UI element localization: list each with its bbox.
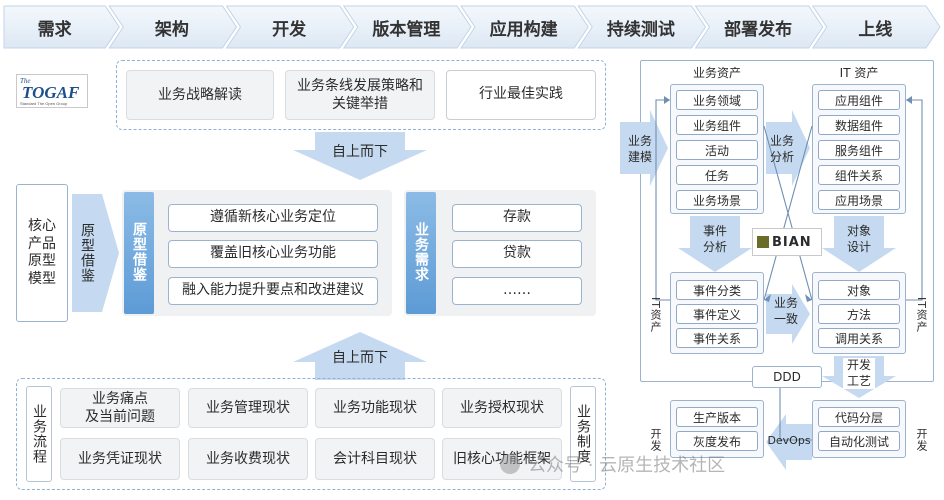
ddd-label: DDD xyxy=(773,370,801,384)
prototype-strip xyxy=(124,192,154,314)
release-gray: 灰度发布 xyxy=(676,431,758,451)
needs-strip xyxy=(406,192,436,314)
core-model-label: 核心 产品 原型 模型 xyxy=(28,218,56,287)
togaf-tagline: Standard The Open Group xyxy=(20,101,68,106)
prototype-strip-label: 原型借鉴 xyxy=(131,222,147,282)
prototype-item-2: 覆盖旧核心业务功能 xyxy=(168,240,378,268)
phase-label-5: 应用构建 xyxy=(489,19,558,40)
needs-strip-label: 业务需求 xyxy=(413,222,429,282)
system-label: 业务制度 xyxy=(575,404,591,464)
prototype-item-1: 遵循新核心业务定位 xyxy=(168,204,378,232)
phase-chevron-7 xyxy=(694,5,824,49)
togaf-prefix: The xyxy=(20,77,31,85)
biz-analysis-label: 业务 分析 xyxy=(769,134,794,164)
phase-chevron-3 xyxy=(225,5,355,49)
object-call-relation: 调用关系 xyxy=(818,328,900,348)
auto-testing: 自动化测试 xyxy=(818,431,900,451)
it-asset-service: 服务组件 xyxy=(818,140,900,160)
phase-chevron-2 xyxy=(108,5,238,49)
status-voucher: 业务凭证现状 xyxy=(60,438,180,480)
needs-item-more: …… xyxy=(452,277,582,305)
event-definition: 事件定义 xyxy=(676,304,758,324)
status-management: 业务管理现状 xyxy=(188,388,308,428)
phase-label-6: 持续测试 xyxy=(606,19,675,40)
biz-asset-activity: 活动 xyxy=(676,140,758,160)
process-box xyxy=(26,386,52,482)
prototype-item-3: 融入能力提升要点和改进建议 xyxy=(168,277,378,305)
phase-chevron-8 xyxy=(811,5,941,49)
phase-chevron-5 xyxy=(460,5,589,49)
industry-best-practice: 行业最佳实践 xyxy=(446,70,596,120)
it-asset-data: 数据组件 xyxy=(818,115,900,135)
togaf-inputs-panel xyxy=(116,60,606,130)
object-design-label: 对象 设计 xyxy=(846,224,871,254)
system-box xyxy=(570,386,596,482)
devops-label: DevOps xyxy=(767,434,811,447)
watermark: 公众号 · 云原生技术社区 xyxy=(500,452,920,476)
phase-label-8: 上线 xyxy=(858,19,893,40)
biz-asset-scenario: 业务场景 xyxy=(676,190,758,210)
biz-asset-domain: 业务领域 xyxy=(676,90,758,110)
dev-left-label: 开发 xyxy=(649,428,662,452)
event-relation: 事件关系 xyxy=(676,328,758,348)
top-down-arrow-2 xyxy=(293,332,427,380)
phase-chevrons xyxy=(3,5,941,49)
dev-right-label: 开发 xyxy=(915,428,928,452)
status-pain-points: 业务痛点 及当前问题 xyxy=(60,388,180,428)
top-down-label-2: 自上而下 xyxy=(332,350,388,366)
top-down-label-1: 自上而下 xyxy=(332,144,388,160)
dev-process-label: 开发 工艺 xyxy=(843,358,875,390)
wechat-icon xyxy=(500,454,520,474)
phase-label-3: 开发 xyxy=(272,19,307,40)
it-asset-app: 应用组件 xyxy=(818,90,900,110)
it-assets-side-left: IT资产 xyxy=(649,297,662,333)
prototype-ref-arrow xyxy=(72,194,119,312)
strategy-interpretation: 业务战略解读 xyxy=(126,70,274,120)
top-down-arrow-1 xyxy=(293,132,427,180)
phase-label-2: 架构 xyxy=(154,19,189,40)
prototype-ref-label: 原型借鉴 xyxy=(79,223,95,283)
bian-logo: BIAN xyxy=(752,228,822,256)
process-label: 业务流程 xyxy=(31,404,47,464)
phase-chevron-1 xyxy=(3,5,120,49)
status-panel xyxy=(16,378,606,490)
biz-modeling-label: 业务 建模 xyxy=(627,134,652,164)
phase-label-1: 需求 xyxy=(37,19,72,40)
phase-chevron-4 xyxy=(342,5,472,49)
togaf-logo-graphic: The TOGAF Standard The Open Group xyxy=(16,74,88,108)
code-layering: 代码分层 xyxy=(818,407,900,427)
it-assets-title: IT 资产 xyxy=(839,66,879,80)
core-model-box: 核心 产品 原型 模型 xyxy=(16,184,68,322)
bian-mark xyxy=(757,236,769,248)
biz-asset-component: 业务组件 xyxy=(676,115,758,135)
biz-consistent-label: 业务 一致 xyxy=(773,296,798,326)
bian-text: BIAN xyxy=(772,234,812,250)
event-analysis-label: 事件 分析 xyxy=(702,224,727,254)
needs-item-loan: 贷款 xyxy=(452,240,582,268)
togaf-wordmark: TOGAF xyxy=(22,83,80,102)
phase-label-7: 部署发布 xyxy=(724,19,793,40)
it-asset-scenario: 应用场景 xyxy=(818,190,900,210)
togaf-logo: The TOGAF Standard The Open Group xyxy=(16,74,88,108)
business-line-strategy: 业务条线发展策略和 关键举措 xyxy=(285,70,435,120)
biz-asset-task: 任务 xyxy=(676,165,758,185)
phase-label-4: 版本管理 xyxy=(372,19,441,40)
status-function: 业务功能现状 xyxy=(315,388,435,428)
status-accounting: 会计科目现状 xyxy=(315,438,435,480)
status-authorization: 业务授权现状 xyxy=(442,388,562,428)
ddd-box: DDD xyxy=(752,366,822,388)
release-production: 生产版本 xyxy=(676,407,758,427)
it-asset-relation: 组件关系 xyxy=(818,165,900,185)
object-method: 方法 xyxy=(818,304,900,324)
watermark-text: 公众号 · 云原生技术社区 xyxy=(528,455,726,476)
phase-banner: 需求 架构 开发 版本管理 应用构建 持续测试 部署发布 上线 xyxy=(0,0,944,56)
event-category: 事件分类 xyxy=(676,280,758,300)
object-item: 对象 xyxy=(818,280,900,300)
needs-item-deposit: 存款 xyxy=(452,204,582,232)
status-fee: 业务收费现状 xyxy=(188,438,308,480)
biz-assets-title: 业务资产 xyxy=(692,66,741,80)
it-assets-side-right: IT资产 xyxy=(915,297,928,333)
phase-chevron-6 xyxy=(577,5,707,49)
